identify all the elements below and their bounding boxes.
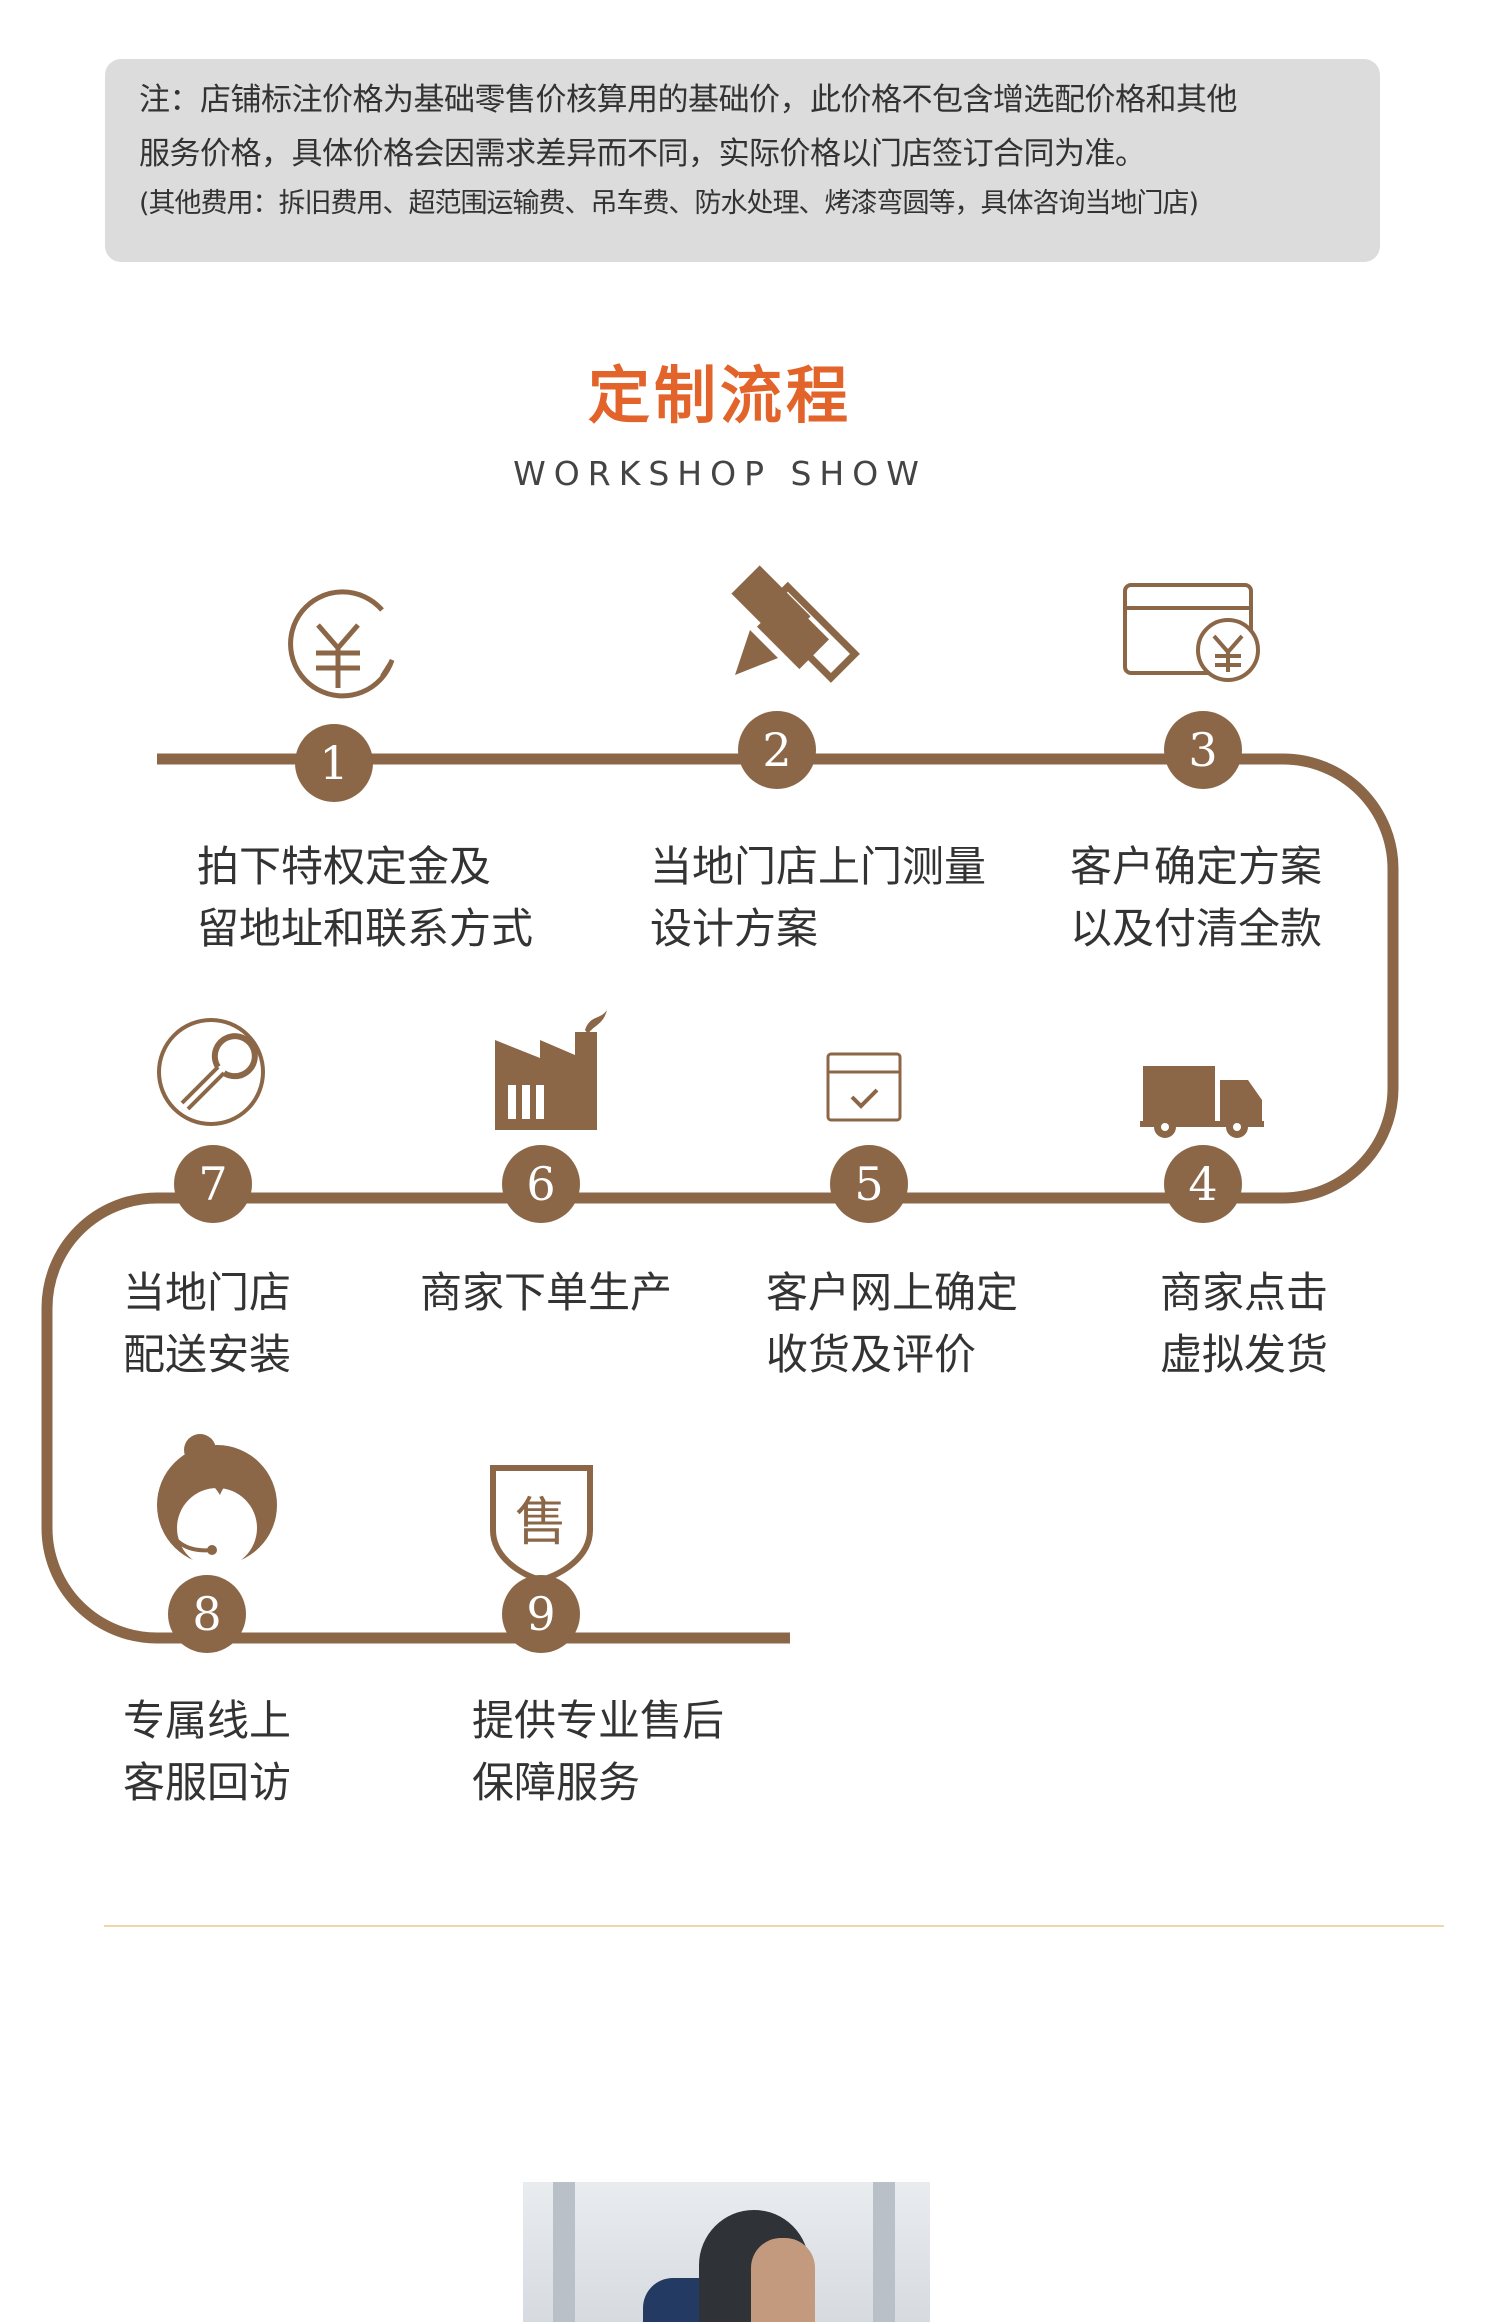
craftsman-photo [523,2182,930,2322]
yuan-coin-icon [288,589,395,699]
truck-icon [1140,1066,1264,1138]
section-subtitle: WORKSHOP SHOW [513,454,927,493]
factory-icon [495,1010,607,1130]
pencil-ruler-icon [731,565,860,683]
svg-text:9: 9 [526,1587,555,1641]
notice-line-2: 服务价格，具体价格会因需求差异而不同，实际价格以门店签订合同为准。 [139,136,1146,172]
card-payment-icon [1123,583,1260,682]
photo-worker-face [751,2238,815,2322]
step-marker-3: 3 [1164,711,1242,789]
svg-text:7: 7 [198,1157,227,1211]
calendar-check-icon [826,1052,902,1122]
photo-background-column [553,2182,575,2322]
step-label-7: 当地门店 配送安装 [123,1268,292,1379]
svg-text:8: 8 [192,1587,221,1641]
photo-background-column [873,2182,895,2322]
after-sales-badge-icon: 售 [490,1465,593,1584]
step-label-5: 客户网上确定 收货及评价 [766,1268,1019,1379]
step-label-9: 提供专业售后 保障服务 [472,1696,725,1807]
svg-text:2: 2 [762,723,791,777]
step-label-2: 当地门店上门测量 设计方案 [650,842,987,953]
notice-line-3: (其他费用：拆旧费用、超范围运输费、吊车费、防水处理、烤漆弯圆等，具体咨询当地门… [139,188,1199,219]
flow-path [41,753,1399,1644]
step-marker-6: 6 [502,1145,580,1223]
step-marker-2: 2 [738,711,816,789]
svg-text:4: 4 [1188,1157,1217,1211]
notice-line-1: 注：店铺标注价格为基础零售价核算用的基础价，此价格不包含增选配价格和其他 [139,82,1238,118]
section-divider [104,1925,1444,1927]
step-marker-9: 9 [502,1575,580,1653]
svg-text:6: 6 [526,1157,555,1211]
step-marker-4: 4 [1164,1145,1242,1223]
step-marker-5: 5 [830,1145,908,1223]
step-label-4: 商家点击 虚拟发货 [1160,1268,1329,1379]
svg-text:3: 3 [1188,723,1217,777]
customer-service-icon [157,1434,277,1568]
svg-text:1: 1 [319,736,348,790]
step-label-6: 商家下单生产 [420,1268,673,1317]
price-notice: 注：店铺标注价格为基础零售价核算用的基础价，此价格不包含增选配价格和其他 服务价… [105,59,1380,262]
svg-text:售: 售 [515,1493,567,1553]
section-title: 定制流程 [587,359,852,432]
step-marker-1: 1 [295,724,373,802]
step-marker-7: 7 [174,1145,252,1223]
wrench-icon [157,1018,265,1126]
step-marker-8: 8 [168,1575,246,1653]
step-label-8: 专属线上 客服回访 [123,1696,292,1807]
step-label-1: 拍下特权定金及 留地址和联系方式 [197,842,534,953]
step-label-3: 客户确定方案 以及付清全款 [1070,842,1323,953]
svg-text:5: 5 [854,1157,883,1211]
